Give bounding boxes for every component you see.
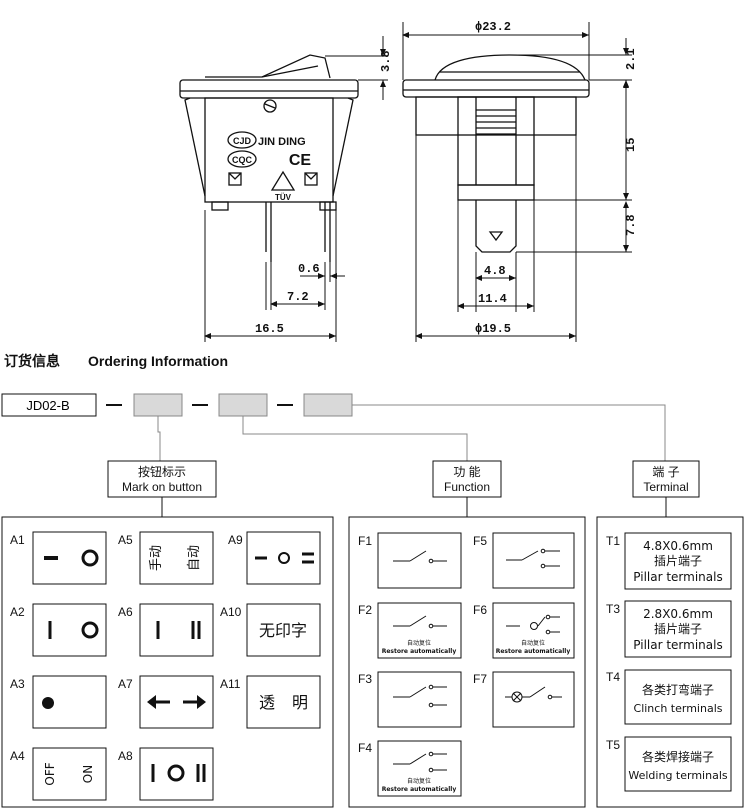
a4-on-text: ON (81, 765, 95, 783)
a10-text: 无印字 (259, 621, 307, 640)
front-view-logos: CJD JIN DING CQC CE TÜV (232, 136, 311, 202)
t1-cn: 插片端子 (654, 554, 702, 568)
dim-body-depth: 15 (624, 138, 638, 152)
term-t5-label: T5 (606, 738, 620, 752)
dim-pin-spacing: 7.2 (287, 290, 309, 304)
func-f3-label: F3 (358, 672, 372, 686)
mark-a9-label: A9 (228, 533, 243, 547)
f6-restore-cn: 自动复位 (521, 639, 545, 647)
cat-mark-cn: 按钮标示 (138, 464, 186, 479)
func-f4-label: F4 (358, 741, 372, 755)
side-dimensions (402, 22, 632, 342)
f2-restore-cn: 自动复位 (407, 639, 431, 647)
term-t1-label: T1 (606, 534, 620, 548)
cat-mark-en: Mark on button (122, 480, 202, 494)
dim-body-width: 16.5 (255, 322, 284, 336)
dim-dia-19-5: ϕ19.5 (475, 322, 511, 336)
mark-a10-label: A10 (220, 605, 242, 619)
dim-dome-height: 2.1 (624, 48, 638, 70)
a5-auto-text: 自动 (187, 545, 202, 571)
function-symbols (393, 548, 562, 773)
mark-a2-label: A2 (10, 605, 25, 619)
code-row (1, 393, 666, 461)
dim-dia-23-2: ϕ23.2 (475, 20, 511, 34)
a11-right-text: 明 (292, 693, 308, 712)
mark-a5-label: A5 (118, 533, 133, 547)
front-dimensions (204, 36, 388, 342)
mark-a3-label: A3 (10, 677, 25, 691)
a5-manual-text: 手动 (149, 545, 164, 571)
f2-restore-en: Restore automatically (382, 648, 457, 655)
ordering-title-cn: 订货信息 (4, 353, 60, 369)
a11-left-text: 透 (259, 693, 275, 712)
category-headers (107, 460, 700, 498)
ordering-title-en: Ordering Information (88, 353, 228, 369)
term-t3-label: T3 (606, 602, 620, 616)
side-view (402, 54, 590, 253)
t4-en: Clinch terminals (634, 702, 723, 715)
tuv-logo: TÜV (275, 193, 292, 202)
cjd-logo: CJD (233, 136, 252, 146)
cat-terminal-en: Terminal (643, 480, 688, 494)
t1-en: Pillar terminals (633, 570, 722, 584)
function-tiles (377, 532, 575, 797)
ordering-header: 订货信息 Ordering Information (4, 353, 228, 369)
f6-restore-en: Restore automatically (496, 648, 571, 655)
cat-function-en: Function (444, 480, 490, 494)
group-panels (1, 497, 744, 808)
f4-restore-cn: 自动复位 (407, 777, 431, 785)
t3-size: 2.8X0.6mm (643, 607, 713, 621)
func-f6-label: F6 (473, 603, 487, 617)
t5-cn: 各类焊接端子 (642, 749, 714, 764)
cqc-logo: CQC (232, 155, 253, 165)
dim-pin-thickness: 0.6 (298, 262, 320, 276)
mark-a4-label: A4 (10, 749, 25, 763)
func-f7-label: F7 (473, 672, 487, 686)
mark-symbols (42, 549, 314, 782)
dim-base-width: 11.4 (478, 292, 507, 306)
cat-function-cn: 功 能 (453, 465, 480, 479)
t5-en: Welding terminals (628, 769, 727, 782)
t1-size: 4.8X0.6mm (643, 539, 713, 553)
mark-a7-label: A7 (118, 677, 133, 691)
t3-cn: 插片端子 (654, 622, 702, 636)
func-f2-label: F2 (358, 603, 372, 617)
t4-cn: 各类打弯端子 (642, 682, 714, 697)
mark-a8-label: A8 (118, 749, 133, 763)
term-t4-label: T4 (606, 670, 620, 684)
front-view (179, 54, 359, 262)
dim-terminal-length: 7.8 (624, 214, 638, 236)
mark-a6-label: A6 (118, 605, 133, 619)
mark-tiles (32, 531, 321, 801)
cat-terminal-cn: 端 子 (652, 465, 679, 479)
terminal-tiles (624, 532, 732, 792)
func-f1-label: F1 (358, 534, 372, 548)
ce-logo: CE (289, 152, 312, 169)
dim-height-3-8: 3.8 (379, 50, 393, 72)
model-code: JD02-B (26, 398, 69, 413)
mark-a11-label: A11 (220, 677, 241, 691)
dim-terminal-width: 4.8 (484, 264, 506, 278)
func-f5-label: F5 (473, 534, 487, 548)
mark-a1-label: A1 (10, 533, 25, 547)
a4-off-text: OFF (43, 762, 57, 785)
brand-text: JIN DING (258, 136, 306, 148)
f4-restore-en: Restore automatically (382, 786, 457, 793)
t3-en: Pillar terminals (633, 638, 722, 652)
